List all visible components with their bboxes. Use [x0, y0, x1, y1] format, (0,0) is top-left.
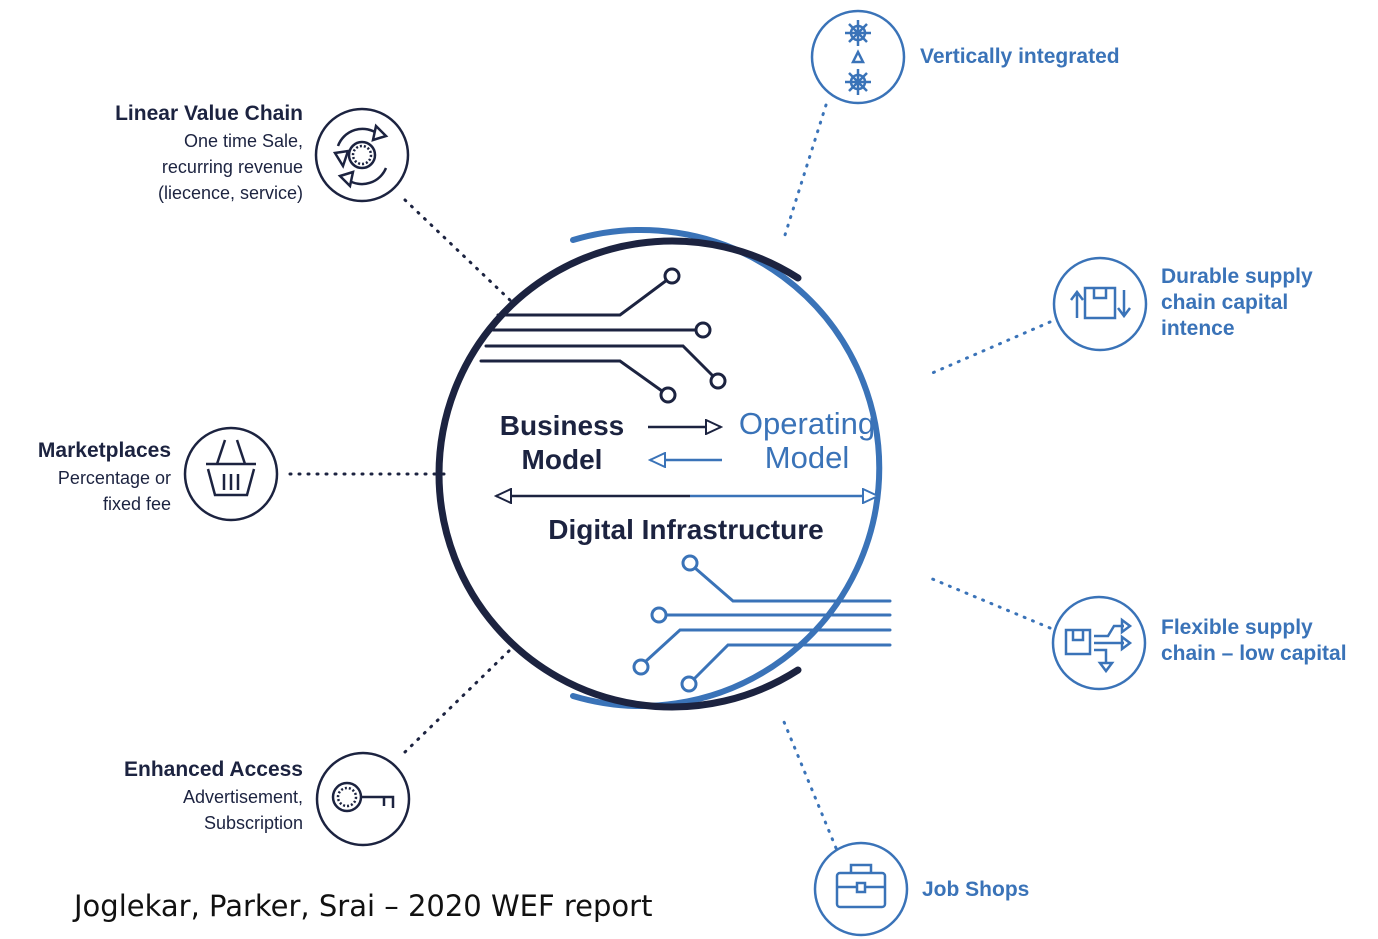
right-item-job-shops: Job Shops — [922, 877, 1122, 903]
right-item-vertically-integrated: Vertically integrated — [920, 44, 1220, 70]
recycle-arrows-icon — [314, 107, 410, 203]
job-shops-label: Job Shops — [922, 878, 1030, 901]
circuit-top — [479, 267, 727, 404]
business-model-line-1: Business — [499, 410, 625, 441]
flexible-supply-line-2: chain – low capital — [1161, 642, 1347, 665]
box-flow-icon — [1051, 595, 1147, 691]
flexible-supply-line-1: Flexible supply — [1161, 616, 1313, 639]
connector-vertically-integrated — [783, 103, 828, 237]
vertically-integrated-label: Vertically integrated — [920, 45, 1120, 68]
enhanced-access-line-1: Advertisement, — [182, 787, 303, 807]
marketplaces-title: Marketplaces — [37, 439, 171, 462]
durable-supply-line-1: Durable supply — [1161, 265, 1313, 288]
connector-linear-value-chain — [403, 198, 514, 304]
enhanced-access-title: Enhanced Access — [124, 758, 303, 781]
marketplaces-line-2: fixed fee — [102, 494, 171, 514]
connector-flexible-supply — [928, 576, 1052, 630]
digital-infrastructure-label: Digital Infrastructure — [548, 514, 824, 545]
key-icon — [315, 751, 411, 847]
circuit-bottom — [632, 554, 892, 693]
source-caption: Joglekar, Parker, Srai – 2020 WEF report — [74, 889, 653, 923]
enhanced-access-line-2: Subscription — [203, 813, 303, 833]
linear-value-chain-line-1: One time Sale, — [183, 131, 303, 151]
left-item-enhanced-access: Enhanced Access Advertisement, Subscript… — [3, 758, 303, 836]
outer-arc-blue — [570, 227, 883, 709]
left-item-marketplaces: Marketplaces Percentage or fixed fee — [0, 439, 171, 517]
basket-icon — [183, 426, 279, 522]
gears-icon — [810, 9, 906, 105]
right-item-durable-supply: Durable supply chain capital intence — [1161, 264, 1371, 342]
durable-supply-line-2: chain capital — [1161, 291, 1289, 314]
connector-enhanced-access — [403, 646, 514, 754]
marketplaces-line-1: Percentage or — [57, 468, 171, 488]
operating-model-label: Operating Model — [726, 407, 888, 475]
linear-value-chain-title: Linear Value Chain — [115, 102, 303, 125]
linear-value-chain-line-3: (liecence, service) — [157, 183, 303, 203]
business-model-label: Business Model — [482, 409, 642, 477]
connector-durable-supply — [928, 320, 1052, 376]
durable-supply-line-3: intence — [1161, 317, 1235, 340]
dotted-connectors-blue — [780, 103, 1052, 850]
briefcase-icon — [813, 841, 909, 937]
dotted-connectors — [288, 198, 514, 754]
operating-model-line-1: Operating — [738, 406, 876, 441]
business-model-line-2: Model — [521, 444, 603, 475]
box-cycle-icon — [1052, 256, 1148, 352]
operating-model-line-2: Model — [764, 440, 850, 475]
right-item-flexible-supply: Flexible supply chain – low capital — [1161, 615, 1376, 667]
left-item-linear-value-chain: Linear Value Chain One time Sale, recurr… — [0, 102, 303, 206]
linear-value-chain-line-2: recurring revenue — [161, 157, 303, 177]
inner-arc-dark — [435, 237, 802, 711]
connector-job-shops — [780, 715, 838, 850]
